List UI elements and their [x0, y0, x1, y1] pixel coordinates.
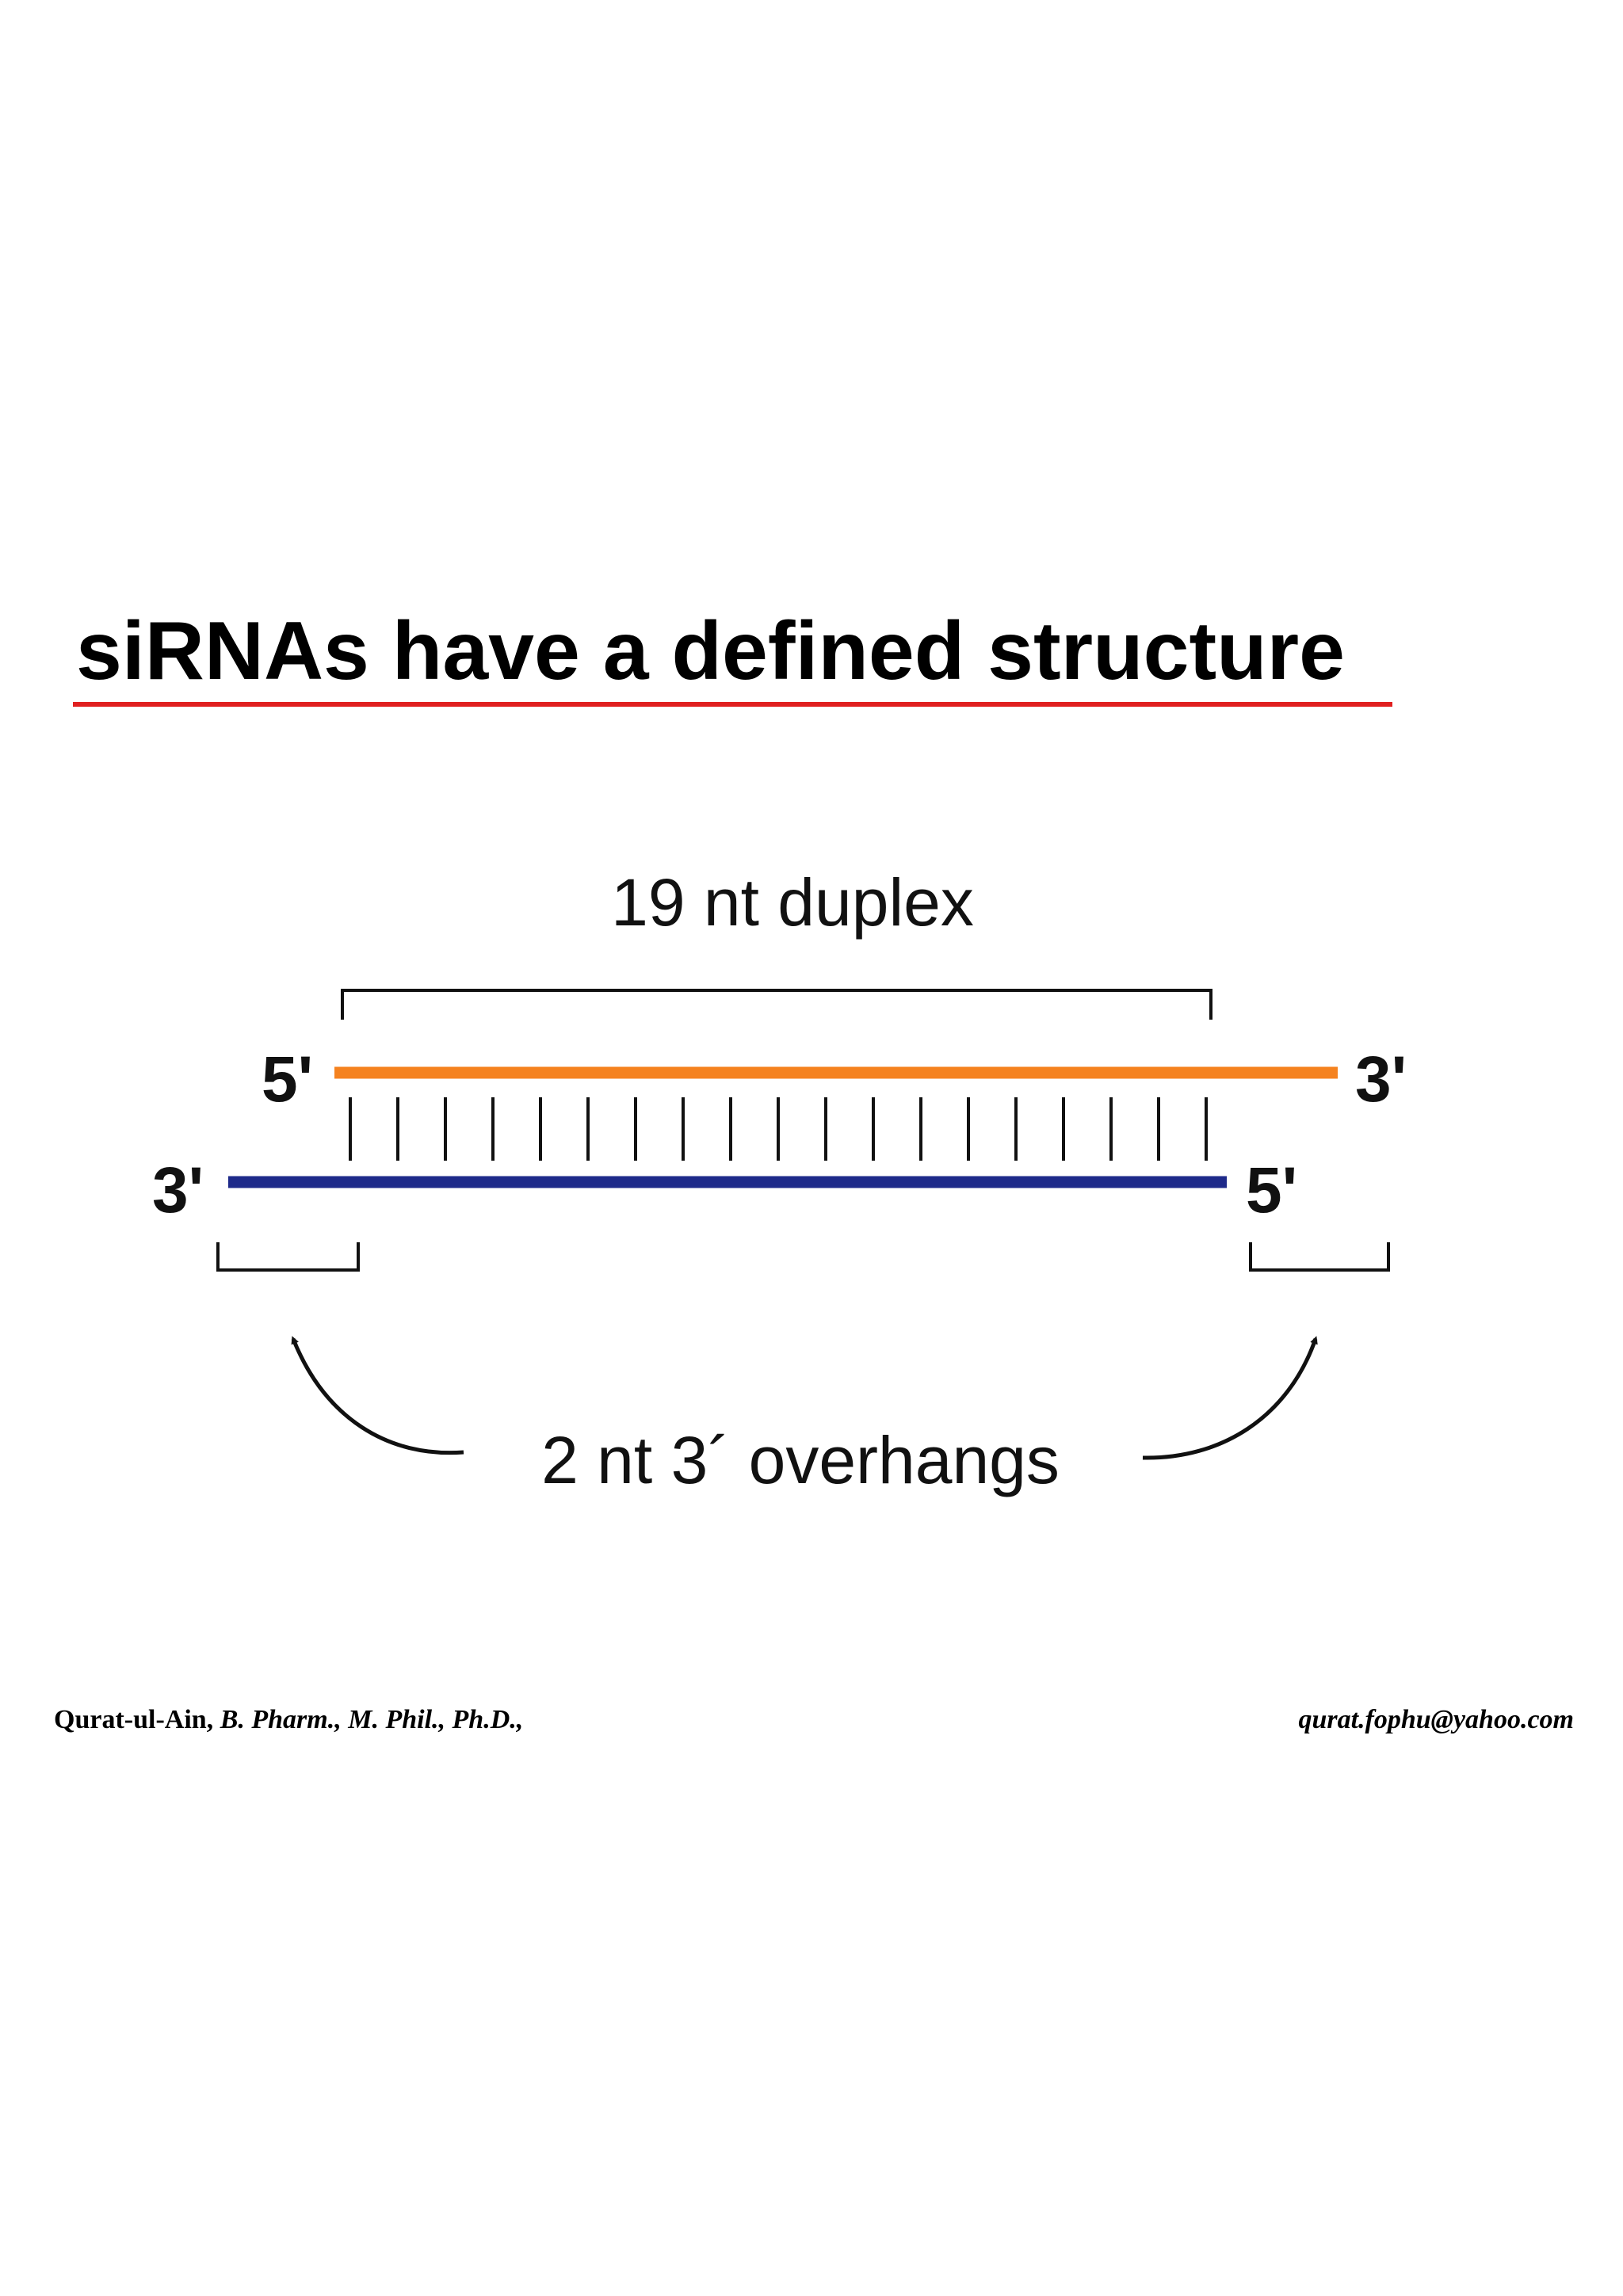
footer-email: qurat.fophu@yahoo.com: [1298, 1705, 1574, 1734]
slide-title: siRNAs have a defined structure: [76, 605, 1345, 697]
sense-5prime-label: 5': [262, 1043, 313, 1116]
left-overhang-bracket: [216, 1242, 360, 1272]
antisense-5prime-label: 5': [1246, 1154, 1297, 1226]
right-overhang-bracket: [1249, 1242, 1390, 1272]
antisense-3prime-label: 3': [152, 1154, 204, 1226]
base-pair-ticks: [349, 1097, 1208, 1161]
title-underline: [73, 702, 1392, 707]
overhang-label: 2 nt 3´ overhangs: [541, 1423, 1060, 1497]
author-degrees: B. Pharm., M. Phil., Ph.D.,: [220, 1705, 524, 1734]
duplex-label: 19 nt duplex: [611, 865, 974, 940]
left-overhang-arrow: [291, 1336, 464, 1455]
right-overhang-arrow: [1142, 1336, 1318, 1460]
footer-author: Qurat-ul-Ain, B. Pharm., M. Phil., Ph.D.…: [54, 1705, 523, 1735]
duplex-bracket: [341, 989, 1212, 1020]
author-name: Qurat-ul-Ain,: [54, 1705, 214, 1734]
sense-3prime-label: 3': [1355, 1043, 1407, 1116]
